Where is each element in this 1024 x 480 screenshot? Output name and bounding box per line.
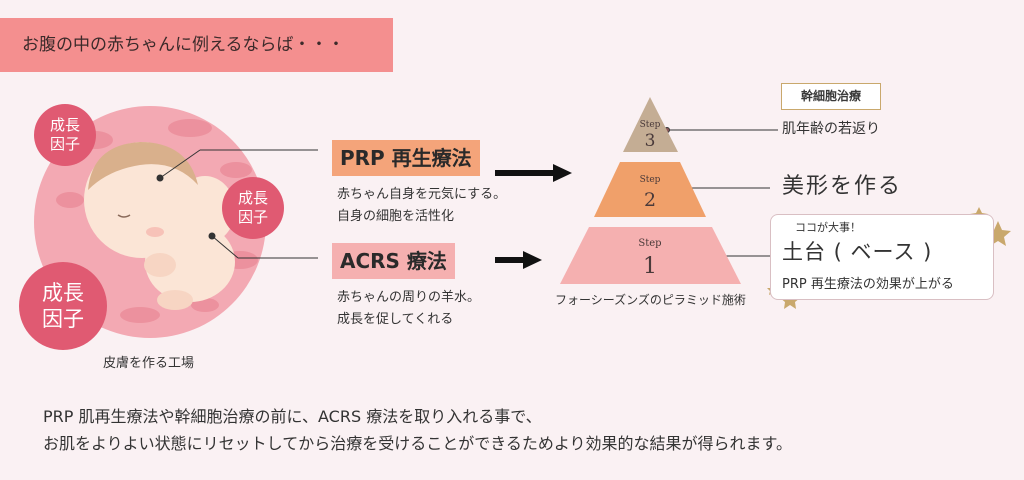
- foundation-label: 土台 ( ベース ): [782, 240, 933, 264]
- acrs-desc-line-1: 赤ちゃんの周りの羊水。: [337, 290, 481, 305]
- step-2-number: 2: [644, 189, 656, 211]
- key-point-label: ココが大事！: [795, 221, 861, 234]
- prp-therapy-description: 赤ちゃん自身を元気にする。 自身の細胞を活性化: [337, 184, 506, 228]
- growth-factor-badge-top-left: 成長 因子: [34, 104, 96, 166]
- prp-therapy-title: PRP 再生療法: [332, 140, 480, 176]
- step-1-label: Step: [638, 238, 661, 249]
- summary-text: PRP 肌再生療法や幹細胞治療の前に、ACRS 療法を取り入れる事で、 お肌をよ…: [43, 403, 792, 457]
- arrow-icon-prp: [495, 164, 572, 182]
- step-2-label: Step: [640, 175, 661, 185]
- factory-caption: 皮膚を作る工場: [103, 356, 195, 371]
- step-1-number: 1: [643, 254, 657, 279]
- step-3-number: 3: [645, 131, 656, 151]
- growth-factor-badge-right: 成長 因子: [222, 177, 284, 239]
- skin-rejuvenation-label: 肌年齢の若返り: [782, 121, 880, 137]
- pyramid: [560, 97, 741, 284]
- pyramid-step-2: [594, 162, 706, 217]
- acrs-therapy-description: 赤ちゃんの周りの羊水。 成長を促してくれる: [337, 287, 480, 331]
- foundation-box: [770, 214, 994, 300]
- growth-factor-badge-bottom-left: 成長 因子: [19, 262, 107, 350]
- prp-effect-label: PRP 再生療法の効果が上がる: [782, 277, 954, 292]
- beauty-label: 美形を作る: [782, 174, 903, 199]
- stem-cell-label: 幹細胞治療: [781, 83, 881, 110]
- pyramid-caption: フォーシーズンズのピラミッド施術: [555, 293, 746, 307]
- acrs-desc-line-2: 成長を促してくれる: [337, 312, 454, 327]
- baby-illustration: [84, 142, 235, 310]
- banner: お腹の中の赤ちゃんに例えるならば・・・: [0, 18, 393, 72]
- pyramid-step-3: [623, 97, 678, 152]
- prp-desc-line-1: 赤ちゃん自身を元気にする。: [337, 187, 507, 202]
- pyramid-step-1: [560, 227, 741, 284]
- summary-line-1: PRP 肌再生療法や幹細胞治療の前に、ACRS 療法を取り入れる事で、: [43, 407, 542, 426]
- prp-desc-line-2: 自身の細胞を活性化: [337, 209, 455, 224]
- step-3-label: Step: [640, 120, 661, 130]
- summary-line-2: お肌をよりよい状態にリセットしてから治療を受けることができるためより効果的な結果…: [43, 434, 792, 453]
- arrow-icon-acrs: [495, 251, 542, 269]
- acrs-therapy-title: ACRS 療法: [332, 243, 455, 279]
